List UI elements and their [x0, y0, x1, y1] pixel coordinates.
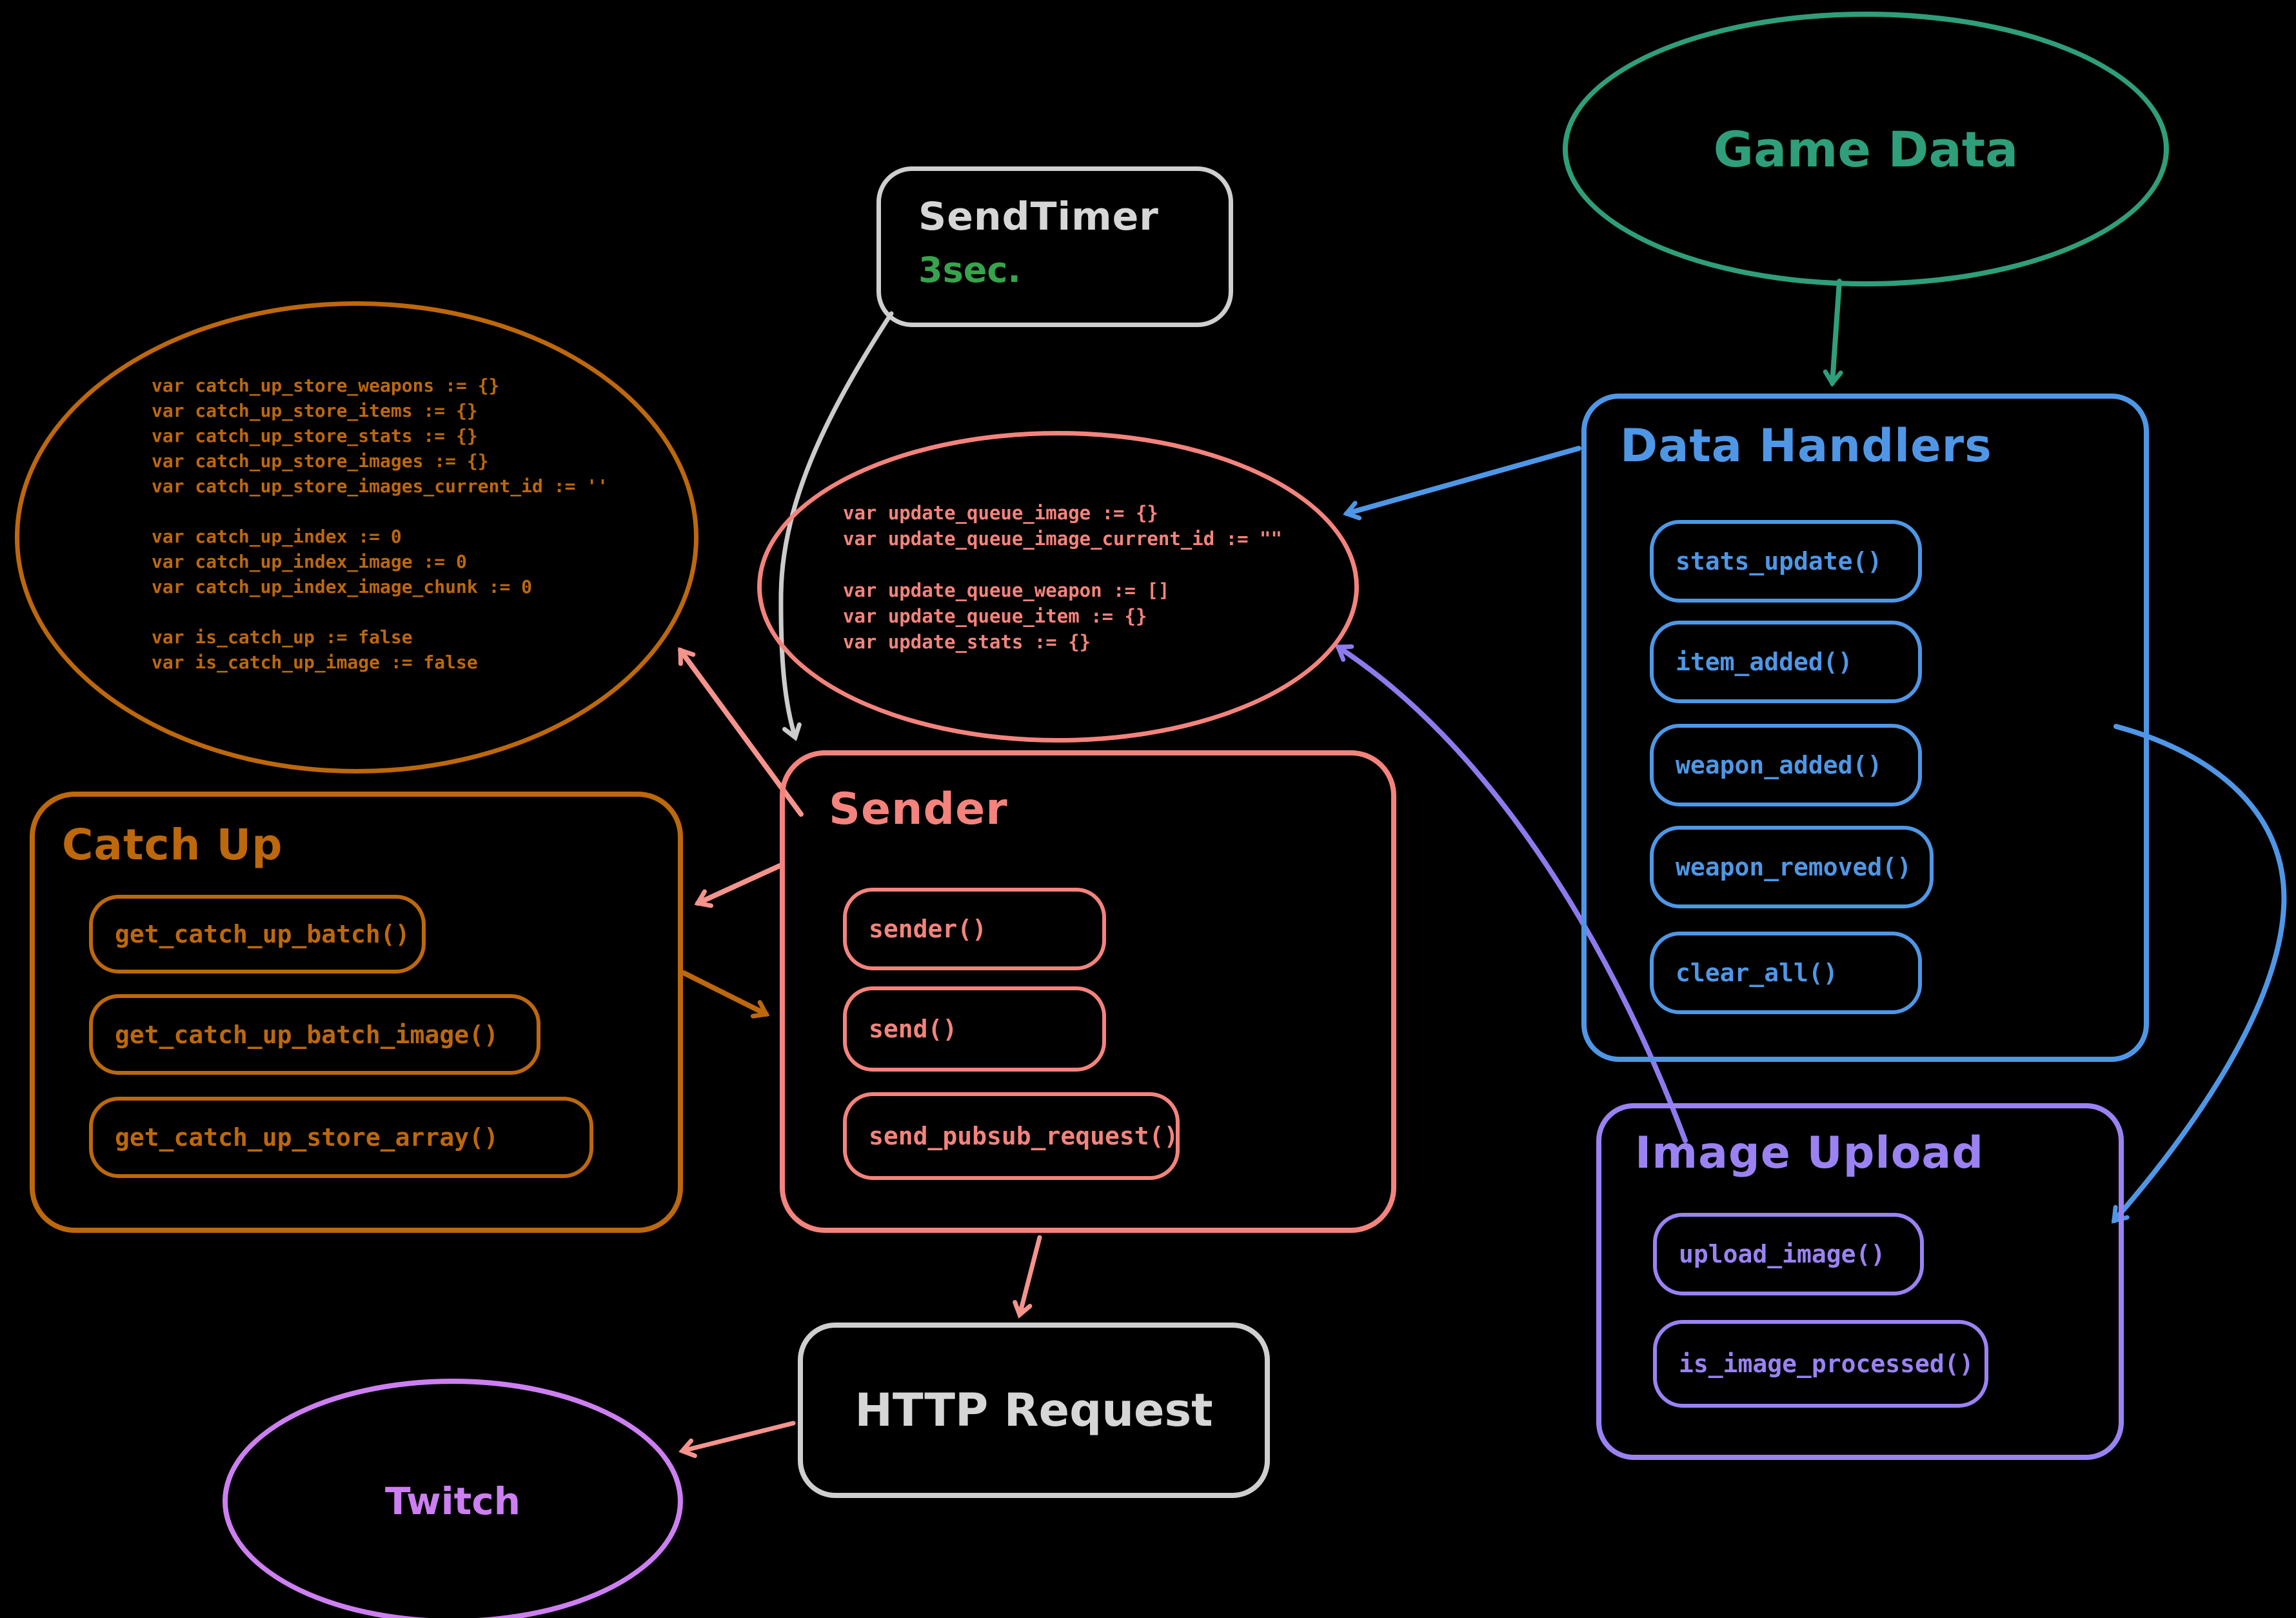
http-request-node[interactable]: HTTP Request: [798, 1323, 1270, 1498]
method-label: clear_all(): [1676, 959, 1838, 987]
update-queue-vars-code: var update_queue_image := {} var update_…: [843, 502, 1282, 653]
method-send-pubsub-request[interactable]: send_pubsub_request(): [843, 1092, 1180, 1180]
data-handlers-title: Data Handlers: [1620, 419, 1992, 472]
method-send[interactable]: send(): [843, 986, 1106, 1072]
method-label: sender(): [869, 915, 987, 943]
method-get-catch-up-batch-image[interactable]: get_catch_up_batch_image(): [89, 994, 540, 1075]
method-clear-all[interactable]: clear_all(): [1650, 932, 1922, 1014]
catch-up-title: Catch Up: [62, 820, 283, 870]
arrow-catchup-to-sender[interactable]: [681, 970, 770, 1019]
twitch-node[interactable]: Twitch: [223, 1379, 683, 1618]
send-timer-node[interactable]: SendTimer 3sec.: [876, 166, 1233, 327]
method-label: stats_update(): [1676, 547, 1883, 575]
image-upload-title: Image Upload: [1635, 1128, 1984, 1179]
method-upload-image[interactable]: upload_image(): [1653, 1213, 1924, 1295]
method-weapon-removed[interactable]: weapon_removed(): [1650, 826, 1934, 908]
method-label: item_added(): [1676, 648, 1853, 676]
sender-title: Sender: [829, 784, 1008, 835]
method-label: send(): [869, 1015, 958, 1043]
method-stats-update[interactable]: stats_update(): [1650, 520, 1922, 603]
method-label: get_catch_up_batch(): [115, 920, 410, 948]
method-is-image-processed[interactable]: is_image_processed(): [1653, 1320, 1988, 1408]
image-upload-node[interactable]: Image Upload upload_image() is_image_pro…: [1596, 1103, 2124, 1460]
catch-up-vars-node[interactable]: var catch_up_store_weapons := {} var cat…: [15, 301, 698, 774]
send-timer-label: SendTimer: [918, 194, 1159, 239]
method-label: weapon_removed(): [1676, 853, 1912, 881]
method-get-catch-up-store-array[interactable]: get_catch_up_store_array(): [89, 1097, 593, 1178]
method-label: get_catch_up_batch_image(): [115, 1020, 499, 1049]
game-data-node[interactable]: Game Data: [1563, 12, 2169, 286]
method-label: send_pubsub_request(): [869, 1122, 1179, 1150]
method-sender[interactable]: sender(): [843, 888, 1106, 970]
method-weapon-added[interactable]: weapon_added(): [1650, 724, 1922, 806]
method-item-added[interactable]: item_added(): [1650, 621, 1922, 703]
game-data-label: Game Data: [1713, 120, 2019, 178]
data-handlers-node[interactable]: Data Handlers stats_update() item_added(…: [1581, 394, 2149, 1062]
catch-up-vars-code: var catch_up_store_weapons := {} var cat…: [152, 375, 609, 673]
sender-node[interactable]: Sender sender() send() send_pubsub_reque…: [780, 750, 1396, 1233]
method-label: is_image_processed(): [1679, 1350, 1974, 1378]
send-timer-interval: 3sec.: [918, 250, 1021, 290]
arrow-sender-to-httprequest[interactable]: [1013, 1235, 1042, 1319]
update-queue-vars-node[interactable]: var update_queue_image := {} var update_…: [757, 431, 1359, 743]
twitch-label: Twitch: [384, 1479, 521, 1523]
arrow-datahandlers-to-updatevars[interactable]: [1343, 446, 1581, 521]
method-label: weapon_added(): [1676, 751, 1883, 779]
arrow-httprequest-to-twitch[interactable]: [678, 1421, 796, 1459]
arrow-sender-to-catchup[interactable]: [694, 863, 782, 908]
method-label: upload_image(): [1679, 1240, 1886, 1268]
catch-up-node[interactable]: Catch Up get_catch_up_batch() get_catch_…: [30, 792, 683, 1233]
arrow-gamedata-to-datahandlers[interactable]: [1823, 279, 1843, 388]
http-request-label: HTTP Request: [855, 1384, 1213, 1437]
method-get-catch-up-batch[interactable]: get_catch_up_batch(): [89, 895, 426, 974]
method-label: get_catch_up_store_array(): [115, 1123, 499, 1152]
